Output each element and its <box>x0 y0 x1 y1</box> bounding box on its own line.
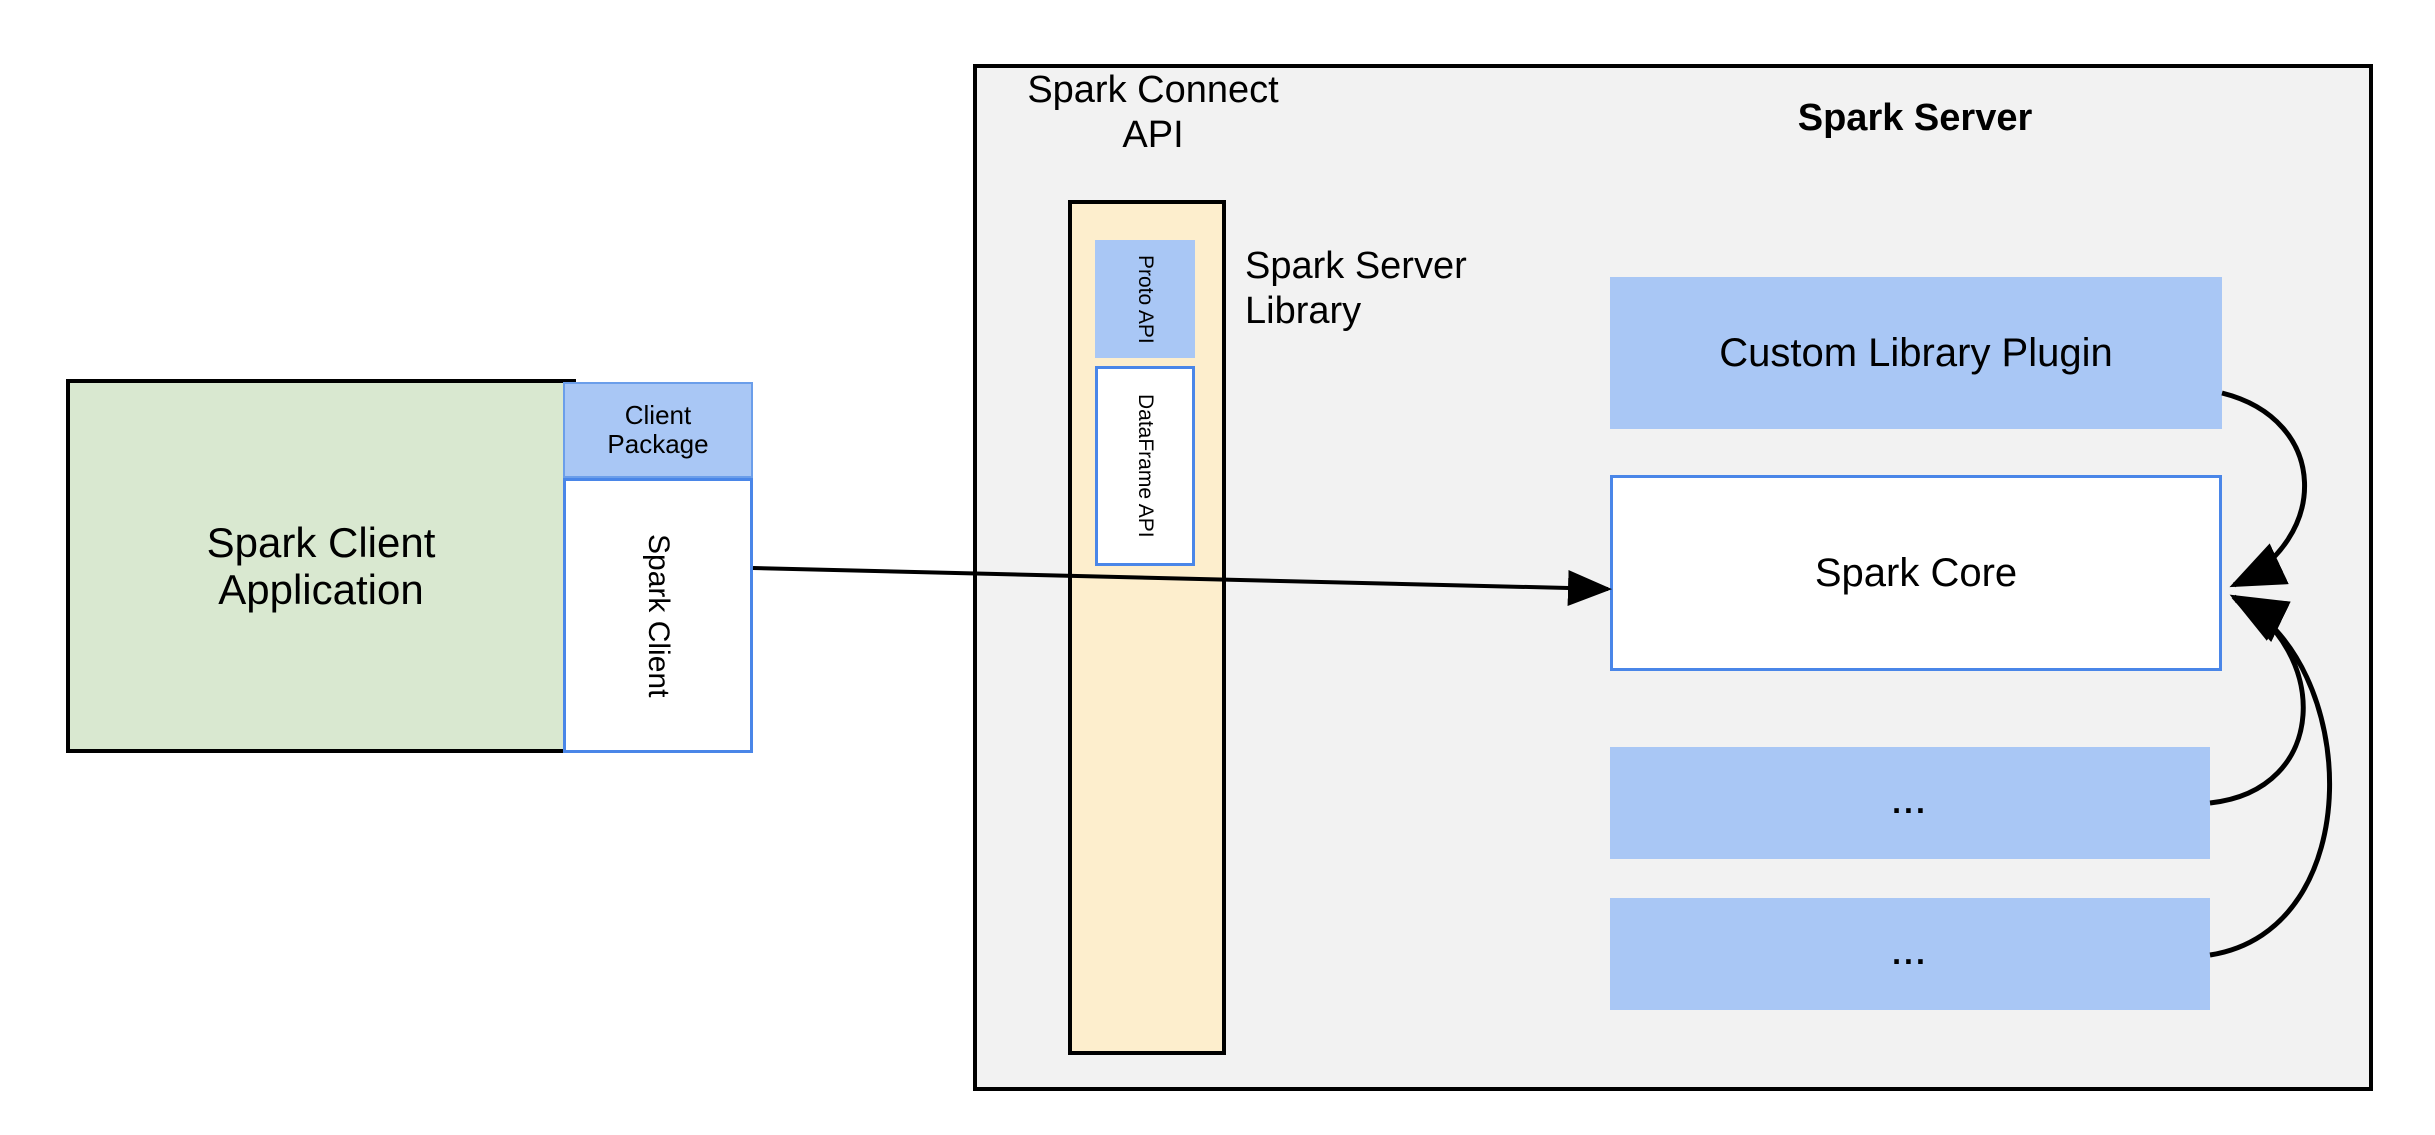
ellipsis-box-1[interactable]: ... <box>1610 747 2210 859</box>
spark-server-library-label: Spark Server Library <box>1245 245 1467 332</box>
client-package-box[interactable]: Client Package <box>563 382 753 478</box>
proto-api-box[interactable]: Proto API <box>1095 240 1195 358</box>
spark-server-title: Spark Server <box>1797 97 2033 139</box>
spark-client-box[interactable]: Spark Client <box>563 478 753 753</box>
spark-client-label: Spark Client <box>641 533 675 698</box>
spark-client-application-label: Spark Client Application <box>206 518 436 613</box>
ellipsis-label-2: ... <box>1892 935 1928 972</box>
client-package-label: Client Package <box>607 399 709 459</box>
spark-client-application-box[interactable]: Spark Client Application <box>66 379 576 753</box>
dataframe-api-label: DataFrame API <box>1133 394 1157 538</box>
custom-library-plugin-label: Custom Library Plugin <box>1719 330 2113 375</box>
ellipsis-label-1: ... <box>1892 784 1928 821</box>
dataframe-api-box[interactable]: DataFrame API <box>1095 366 1195 566</box>
proto-api-label: Proto API <box>1133 254 1157 344</box>
spark-core-label: Spark Core <box>1814 550 2018 595</box>
spark-connect-api-label: Spark Connect API <box>1027 69 1279 156</box>
ellipsis-box-2[interactable]: ... <box>1610 898 2210 1010</box>
custom-library-plugin-box[interactable]: Custom Library Plugin <box>1610 277 2222 429</box>
spark-core-box[interactable]: Spark Core <box>1610 475 2222 671</box>
